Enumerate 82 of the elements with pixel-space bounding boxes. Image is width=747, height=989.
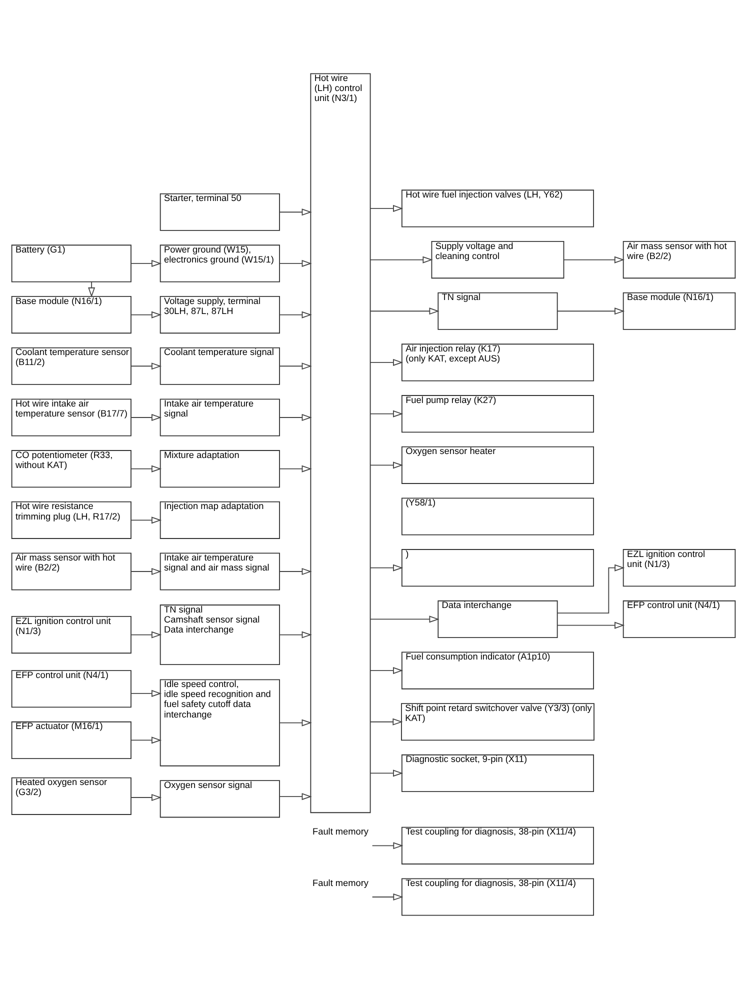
node-box: TN signal Camshaft sensor signal Data interchange bbox=[160, 604, 280, 666]
arrow bbox=[279, 719, 312, 726]
node-box: Hot wire fuel injection valves (LH, Y62) bbox=[401, 190, 594, 228]
node-box: Supply voltage and cleaning control bbox=[431, 241, 564, 279]
arrow bbox=[370, 462, 404, 469]
arrow bbox=[130, 311, 162, 318]
arrow bbox=[370, 358, 404, 366]
node-box: Power ground (W15), electronics ground (W15/1) bbox=[160, 244, 280, 282]
node-box: TN signal bbox=[438, 292, 558, 330]
node-box: EFP actuator (M16/1) bbox=[11, 721, 132, 759]
node-box: Injection map adaptation bbox=[160, 501, 280, 539]
node-box: Hot wire resistance trimming plug (LH, R17/2) bbox=[11, 501, 132, 539]
arrow bbox=[556, 622, 625, 629]
node-box: Coolant temperature signal bbox=[160, 347, 280, 385]
arrow bbox=[279, 568, 312, 576]
node-box: Battery (G1) bbox=[11, 244, 132, 282]
node-text: Fault memory bbox=[312, 826, 368, 837]
arrow bbox=[279, 362, 312, 370]
arrow bbox=[88, 282, 96, 298]
arrow bbox=[370, 256, 433, 264]
node-box: Oxygen sensor signal bbox=[160, 780, 280, 818]
node-text: Fault memory bbox=[312, 878, 368, 888]
node-box: EFP control unit (N4/1) bbox=[11, 670, 132, 708]
arrow bbox=[130, 414, 162, 422]
arrow bbox=[556, 308, 625, 315]
arrow bbox=[130, 260, 162, 267]
node-box: Test coupling for diagnosis, 38-pin (X11/4) bbox=[401, 878, 594, 916]
node-box: Fuel consumption indicator (A1p10) bbox=[401, 652, 594, 690]
arrow bbox=[370, 667, 404, 674]
node-box: (Y58/1) bbox=[401, 498, 594, 536]
node-box: Test coupling for diagnosis, 38-pin (X11/4) bbox=[401, 826, 594, 864]
node-box: Fuel pump relay (K27) bbox=[401, 395, 594, 433]
arrow bbox=[563, 256, 625, 264]
arrow bbox=[370, 770, 404, 777]
arrow bbox=[279, 465, 312, 472]
arrow bbox=[370, 410, 404, 418]
node-box: Diagnostic socket, 9-pin (X11) bbox=[401, 754, 594, 792]
arrow bbox=[279, 311, 312, 318]
arrow bbox=[370, 564, 404, 572]
node-box: Base module (N16/1) bbox=[622, 292, 736, 330]
arrow bbox=[279, 260, 312, 267]
node-box: Starter, terminal 50 bbox=[160, 193, 280, 231]
node-box: Mixture adaptation bbox=[160, 450, 280, 488]
node-box: Shift point retard switchover valve (Y3/3) (only KAT) bbox=[401, 703, 594, 741]
node-box: Air mass sensor with hot wire (B2/2) bbox=[622, 241, 736, 279]
arrow bbox=[556, 564, 625, 614]
arrow bbox=[279, 208, 312, 216]
arrow bbox=[279, 414, 312, 422]
node-box: EZL ignition control unit (N1/3) bbox=[622, 549, 736, 587]
node-box: Hot wire (LH) control unit (N3/1) bbox=[310, 73, 371, 814]
arrow bbox=[370, 616, 440, 623]
node-box: Air mass sensor with hot wire (B2/2) bbox=[11, 552, 132, 590]
node-box: Idle speed control, idle speed recognition and fuel safety cutoff data interchange bbox=[160, 679, 280, 766]
node-box: Hot wire intake air temperature sensor (B17/7) bbox=[11, 398, 132, 436]
arrow bbox=[279, 631, 312, 638]
arrow bbox=[370, 308, 440, 315]
node-box: Oxygen sensor heater bbox=[401, 446, 594, 484]
node-box: EFP control unit (N4/1) bbox=[622, 600, 736, 638]
arrow bbox=[130, 794, 162, 802]
arrow bbox=[130, 568, 162, 576]
arrow bbox=[370, 204, 404, 212]
node-box: Air injection relay (K17) (only KAT, except AUS) bbox=[401, 344, 594, 382]
arrow bbox=[130, 736, 162, 744]
node-box: CO potentiometer (R33, without KAT) bbox=[11, 450, 132, 488]
node-box: Heated oxygen sensor (G3/2) bbox=[11, 777, 132, 815]
node-box: Voltage supply, terminal 30LH, 87L, 87LH bbox=[160, 296, 280, 334]
arrow bbox=[279, 793, 312, 800]
node-box: Coolant temperature sensor (B11/2) bbox=[11, 347, 132, 385]
node-box: Base module (N16/1) bbox=[11, 296, 132, 334]
arrow bbox=[130, 465, 162, 472]
node-box: EZL ignition control unit (N1/3) bbox=[11, 616, 132, 654]
arrow bbox=[370, 718, 403, 726]
node-box: ) bbox=[401, 549, 594, 587]
arrow bbox=[372, 893, 404, 901]
node-box: Data interchange bbox=[438, 600, 558, 638]
arrow bbox=[130, 516, 162, 524]
node-box: Intake air temperature signal and air mass signal bbox=[160, 552, 280, 590]
arrow bbox=[130, 690, 162, 697]
node-box: Intake air temperature signal bbox=[160, 398, 280, 436]
arrow bbox=[130, 362, 162, 370]
arrow bbox=[130, 631, 162, 638]
arrow bbox=[372, 842, 404, 850]
